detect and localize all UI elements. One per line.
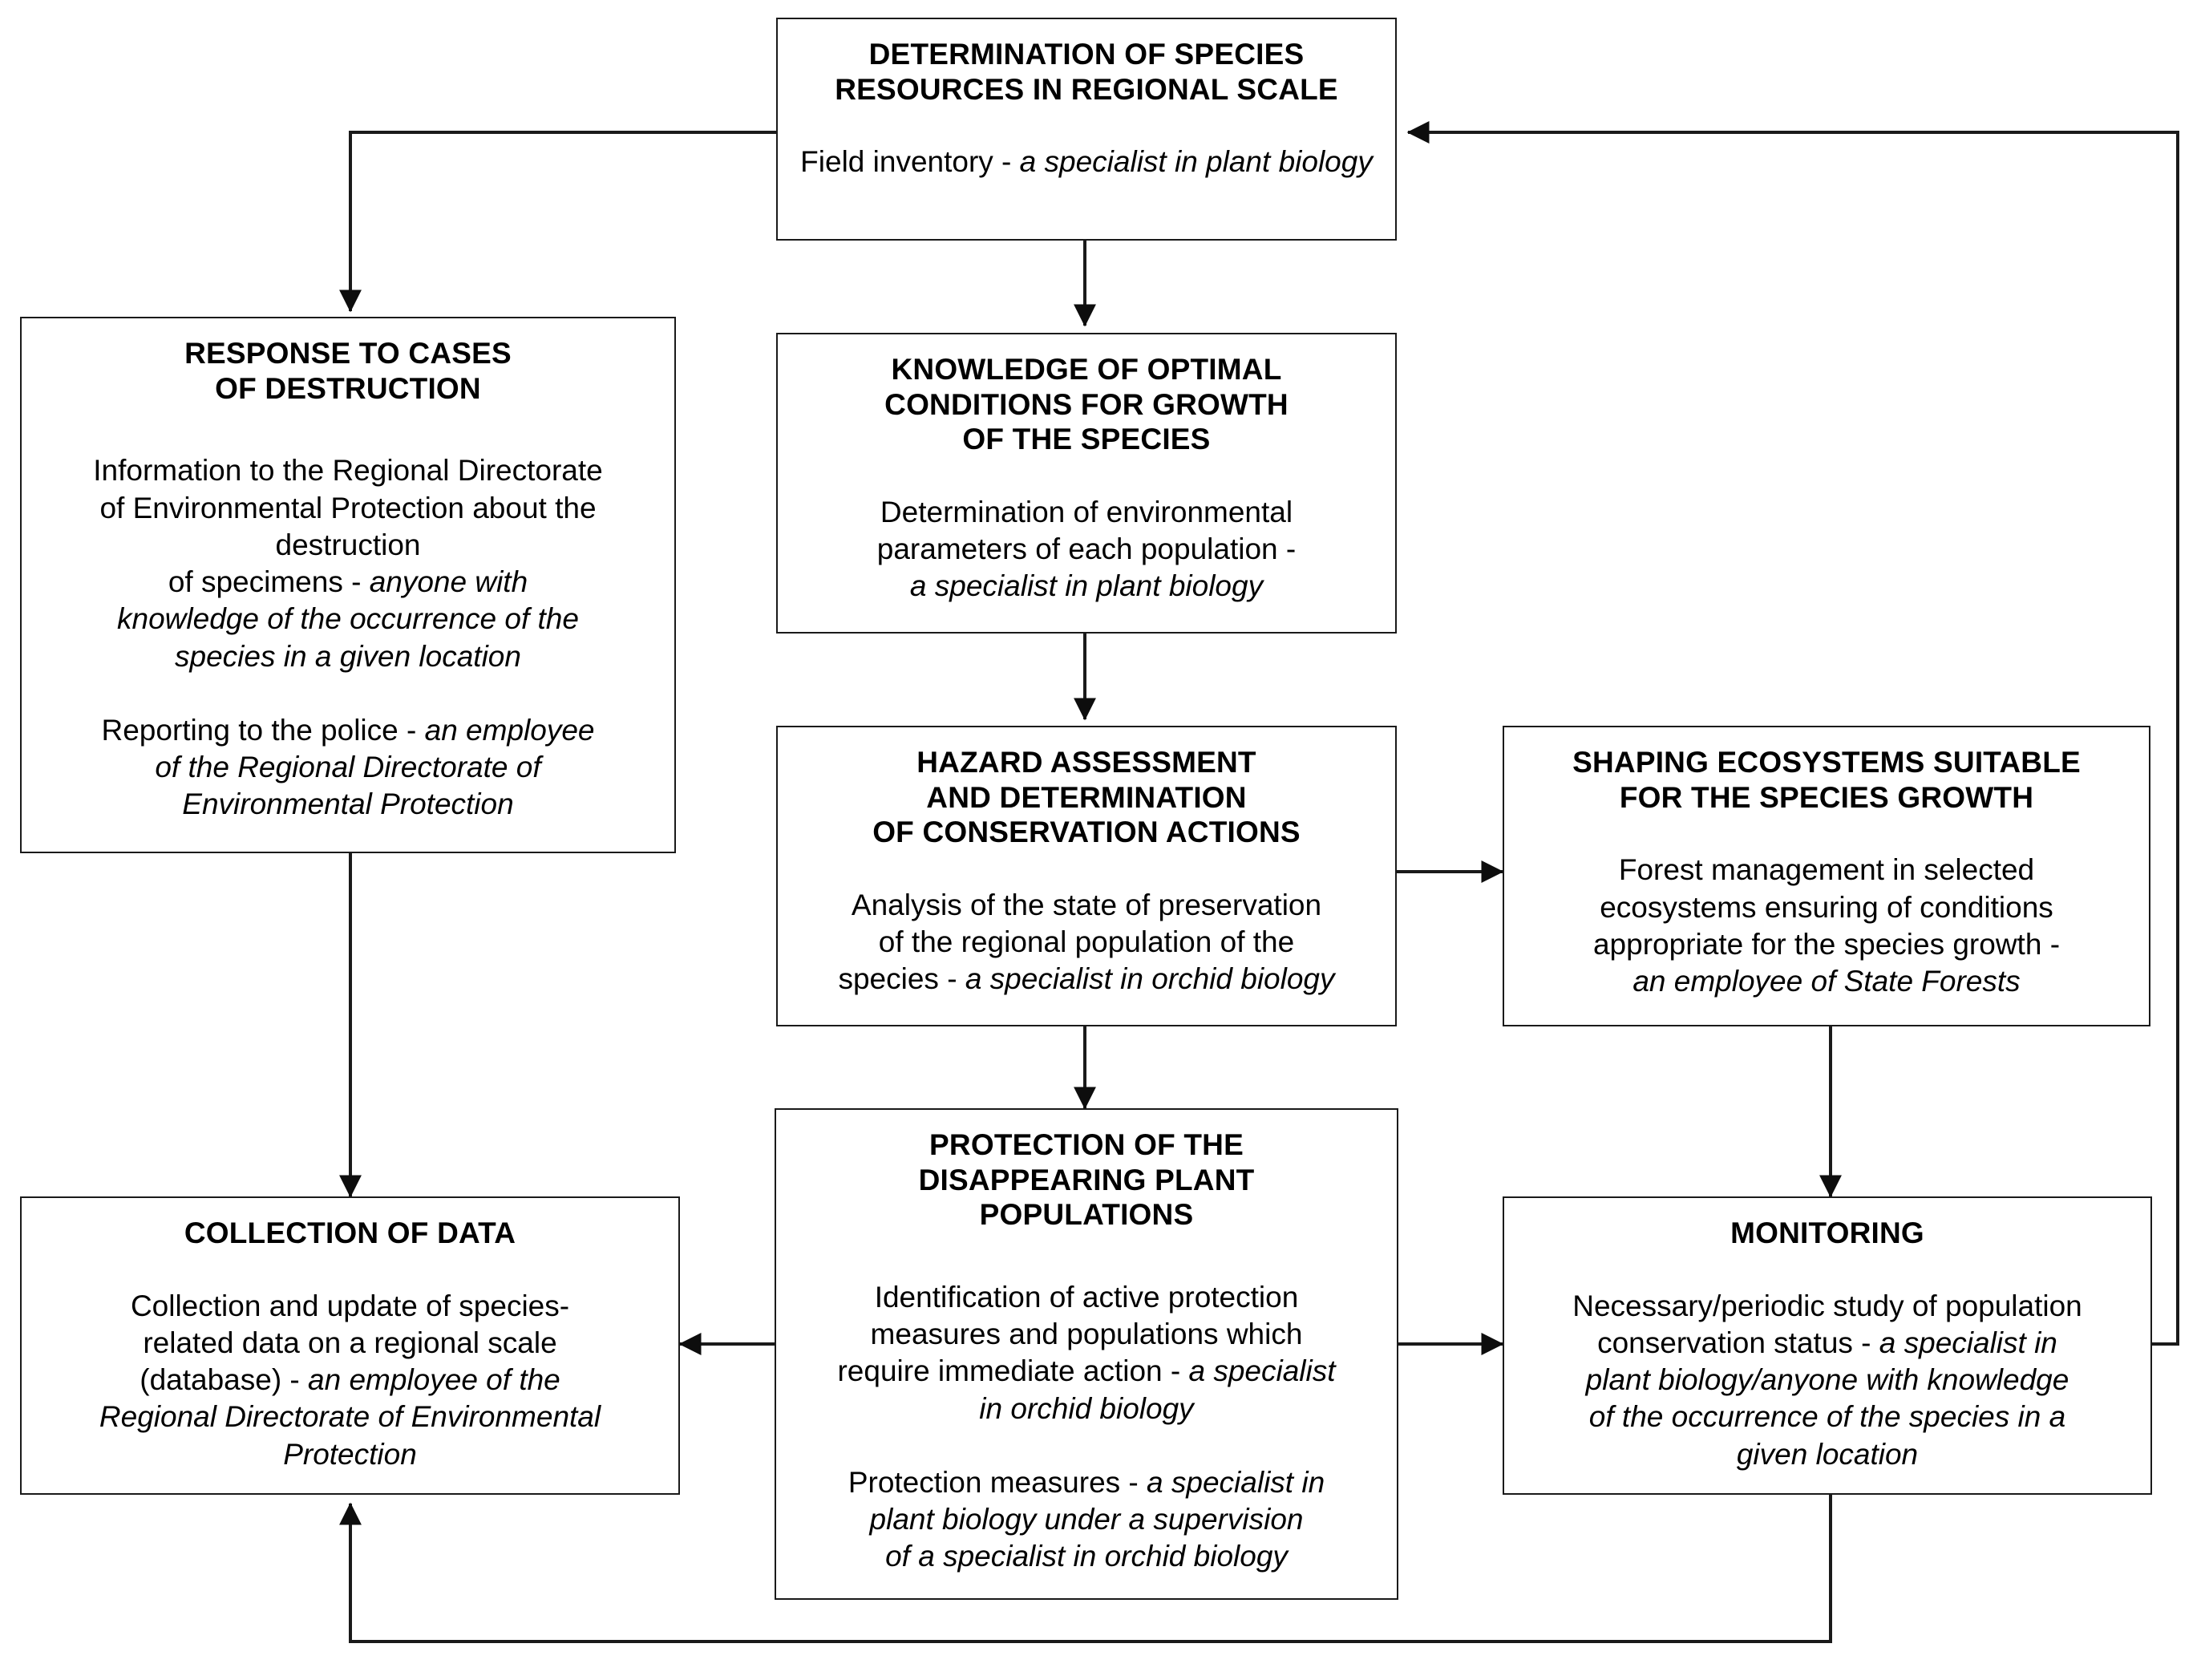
node-paragraph-1: Information to the Regional Directorate …: [22, 452, 674, 675]
node-body: Field inventory - a specialist in plant …: [778, 144, 1395, 180]
node-title: PROTECTION OF THE DISAPPEARING PLANT POP…: [918, 1128, 1255, 1232]
node-protection-of-disappearing-plant-populations[interactable]: PROTECTION OF THE DISAPPEARING PLANT POP…: [775, 1108, 1398, 1600]
node-determination-of-species-resources[interactable]: DETERMINATION OF SPECIES RESOURCES IN RE…: [776, 18, 1397, 241]
node-body: Determination of environmental parameter…: [778, 494, 1395, 605]
node-paragraph-1: Identification of active protection meas…: [776, 1279, 1397, 1427]
node-hazard-assessment-and-conservation-actions[interactable]: HAZARD ASSESSMENT AND DETERMINATION OF C…: [776, 726, 1397, 1026]
node-body: Collection and update of species- relate…: [22, 1288, 678, 1473]
node-title: KNOWLEDGE OF OPTIMAL CONDITIONS FOR GROW…: [884, 353, 1289, 456]
node-body-role: a specialist in orchid biology: [965, 962, 1335, 996]
edge-monitoring-to-determination: [1406, 121, 2179, 1346]
node-body-plain: Necessary/periodic study of population c…: [1572, 1289, 2082, 1359]
node-body-plain: Analysis of the state of preservation of…: [838, 888, 1322, 996]
node-p2-role: a specialist in plant biology under a su…: [869, 1465, 1325, 1573]
node-p1-plain: Information to the Regional Directorate …: [93, 454, 603, 599]
node-body-role: a specialist in plant biology: [909, 569, 1264, 603]
node-p1-role: anyone with knowledge of the occurrence …: [117, 565, 579, 673]
node-body: Analysis of the state of preservation of…: [778, 887, 1395, 998]
node-response-to-cases-of-destruction[interactable]: RESPONSE TO CASES OF DESTRUCTION Informa…: [20, 317, 676, 853]
node-paragraph-2: Reporting to the police - an employee of…: [22, 712, 674, 824]
node-body-role: an employee of the Regional Directorate …: [99, 1363, 601, 1471]
node-p2-role: an employee of the Regional Directorate …: [155, 713, 595, 821]
node-p2-plain: Reporting to the police -: [101, 713, 425, 747]
node-body-role: a specialist in plant biology/anyone wit…: [1585, 1326, 2069, 1471]
node-body-plain: Forest management in selected ecosystems…: [1592, 853, 2061, 961]
node-collection-of-data[interactable]: COLLECTION OF DATA Collection and update…: [20, 1196, 680, 1495]
edge-monitoring-to-collection: [339, 1495, 1832, 1643]
node-body: Necessary/periodic study of population c…: [1504, 1288, 2150, 1473]
node-shaping-ecosystems-suitable[interactable]: SHAPING ECOSYSTEMS SUITABLE FOR THE SPEC…: [1503, 726, 2150, 1026]
node-body-plain: Field inventory -: [800, 145, 1020, 179]
node-title: RESPONSE TO CASES OF DESTRUCTION: [184, 337, 512, 405]
node-title: DETERMINATION OF SPECIES RESOURCES IN RE…: [835, 38, 1338, 106]
node-paragraph-2: Protection measures - a specialist in pl…: [776, 1464, 1397, 1576]
edge-determination-to-response: [339, 131, 776, 313]
node-title: HAZARD ASSESSMENT AND DETERMINATION OF C…: [872, 746, 1301, 849]
node-p1-role: a specialist in orchid biology: [979, 1354, 1336, 1425]
node-body-role: an employee of State Forests: [1632, 965, 2021, 998]
node-body-plain: Determination of environmental parameter…: [876, 495, 1297, 566]
node-monitoring[interactable]: MONITORING Necessary/periodic study of p…: [1503, 1196, 2152, 1495]
node-title: COLLECTION OF DATA: [184, 1216, 516, 1249]
node-title: MONITORING: [1730, 1216, 1924, 1249]
node-p1-plain: Identification of active protection meas…: [837, 1280, 1303, 1388]
node-knowledge-of-optimal-conditions[interactable]: KNOWLEDGE OF OPTIMAL CONDITIONS FOR GROW…: [776, 333, 1397, 634]
node-body-plain: Collection and update of species- relate…: [130, 1289, 570, 1397]
node-body-role: a specialist in plant biology: [1019, 145, 1373, 179]
node-title: SHAPING ECOSYSTEMS SUITABLE FOR THE SPEC…: [1572, 746, 2081, 814]
node-body: Forest management in selected ecosystems…: [1504, 852, 2149, 1000]
node-p2-plain: Protection measures -: [848, 1465, 1147, 1499]
